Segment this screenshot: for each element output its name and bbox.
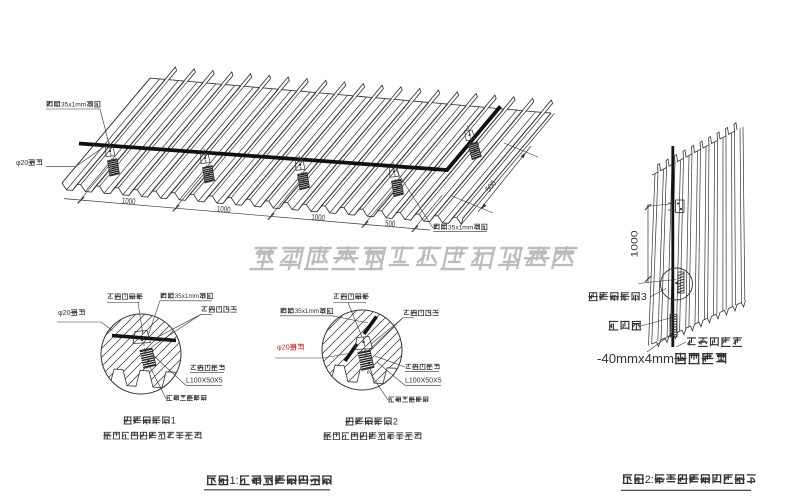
svg-text:L100X50X5: L100X50X5 bbox=[186, 377, 223, 384]
svg-text:1: 1 bbox=[171, 416, 176, 426]
svg-text:35x1mm: 35x1mm bbox=[295, 308, 320, 315]
svg-text:L100X50X5: L100X50X5 bbox=[405, 377, 442, 384]
svg-text:1:: 1: bbox=[230, 475, 239, 487]
svg-text:35x1mm: 35x1mm bbox=[61, 102, 87, 109]
svg-text:2: 2 bbox=[393, 417, 398, 427]
svg-text:500: 500 bbox=[385, 218, 396, 229]
svg-text:φ20: φ20 bbox=[16, 160, 28, 167]
svg-text:φ20: φ20 bbox=[277, 343, 290, 352]
svg-text:1000: 1000 bbox=[217, 204, 231, 215]
svg-text:2:: 2: bbox=[645, 474, 654, 486]
svg-text:35x1mm: 35x1mm bbox=[448, 224, 474, 231]
svg-text:35x1mm: 35x1mm bbox=[175, 293, 200, 300]
svg-text:-40mmx4mm: -40mmx4mm bbox=[597, 351, 674, 366]
svg-text:1000: 1000 bbox=[311, 212, 325, 223]
svg-text:3: 3 bbox=[641, 292, 647, 303]
svg-text:1000: 1000 bbox=[122, 195, 136, 206]
svg-text:φ20: φ20 bbox=[58, 308, 71, 317]
svg-text:1000: 1000 bbox=[630, 231, 640, 258]
